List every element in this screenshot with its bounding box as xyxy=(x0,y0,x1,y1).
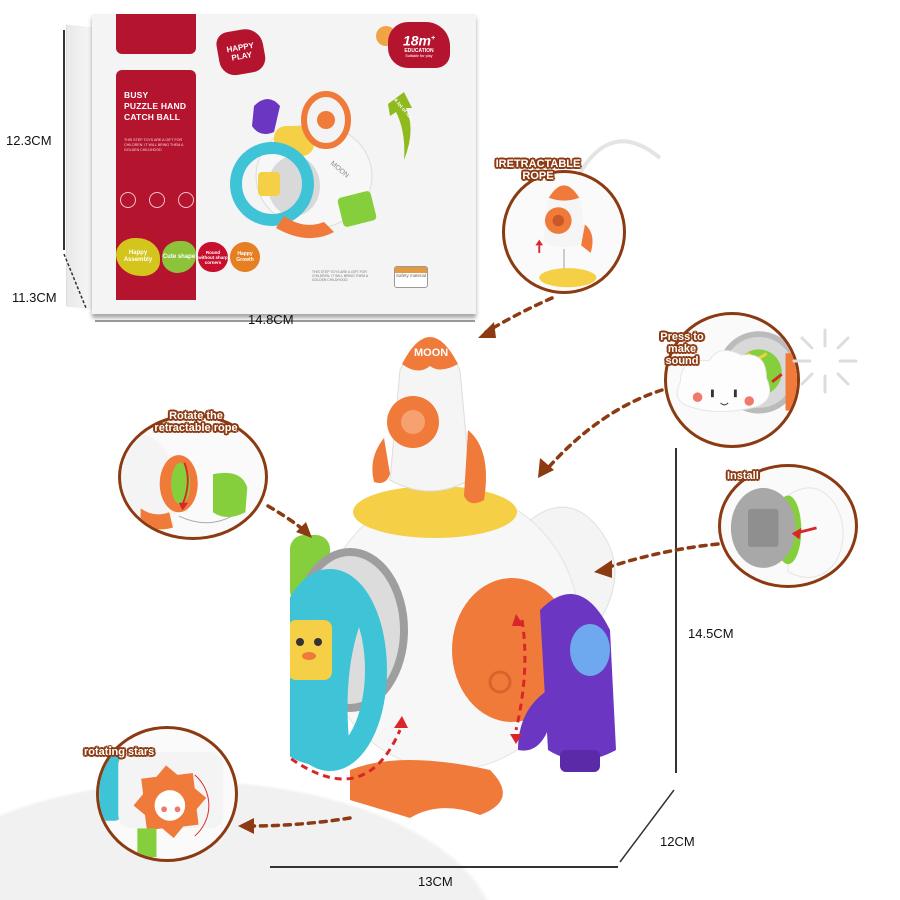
rope-detail-image xyxy=(535,185,597,288)
callout-label-rotating-stars: rotating stars xyxy=(84,746,155,758)
package-title-line-2: PUZZLE HAND xyxy=(124,101,187,111)
feature-round-corners: Round without sharp corners xyxy=(198,242,228,272)
gear-icon xyxy=(178,192,194,208)
toy-depth-line xyxy=(619,789,675,863)
toy-height-line xyxy=(675,448,677,773)
callout-label-retractable-rope: IRETRACTABLE ROPE xyxy=(495,158,581,182)
rotating-star-detail-image xyxy=(99,751,224,858)
callout-press-sound xyxy=(664,312,800,448)
callout-rotating-stars xyxy=(96,726,238,862)
package-description: THIS STEP TOYS ARE A GIFT FOR CHILDREN. … xyxy=(124,138,184,152)
rotate-rope-detail-image xyxy=(121,433,248,530)
callout-rotate-rope xyxy=(118,414,268,540)
toy-height-label: 14.5CM xyxy=(688,626,734,641)
cloud-button-image xyxy=(676,331,797,414)
orange-base xyxy=(350,760,503,818)
rocket-moon-label: MOON xyxy=(414,347,448,359)
toy-width-line xyxy=(270,866,618,868)
box-height-line xyxy=(63,30,65,250)
box-depth-line xyxy=(63,253,87,309)
package-small-print: THIS STEP TOYS ARE A GIFT FOR CHILDREN. … xyxy=(312,270,368,283)
package-toy-illustration: MOON xyxy=(230,91,377,239)
callout-retractable-rope xyxy=(502,170,626,294)
sparkle-icon xyxy=(792,328,858,394)
package-box-front: BUSY PUZZLE HAND CATCH BALL THIS STEP TO… xyxy=(92,14,476,314)
age-plus: + xyxy=(430,35,436,43)
hand-icon xyxy=(149,192,165,208)
age-badge: 18m+ EDUCATION Suitable for play xyxy=(388,22,450,68)
callout-label-install: Install xyxy=(727,470,759,482)
safety-badge: Safety material xyxy=(394,266,428,288)
age-sub: Suitable for play xyxy=(405,53,433,58)
feature-happy-assembly: Happy Assembly xyxy=(116,238,160,276)
package-title-line-3: CATCH BALL xyxy=(124,112,181,122)
rotate-arrow-right xyxy=(514,619,527,731)
box-depth-label: 11.3CM xyxy=(12,290,57,305)
install-detail-image xyxy=(730,487,844,578)
box-width-line xyxy=(95,320,475,322)
safety-badge-text: Safety material xyxy=(395,273,426,278)
baby-icon xyxy=(120,192,136,208)
package-title: BUSY PUZZLE HAND CATCH BALL xyxy=(124,90,192,123)
feature-cute-shape: Cute shape xyxy=(162,241,196,273)
busy-ball-toy: MOON xyxy=(290,337,616,818)
age-label: EDUCATION xyxy=(404,47,434,54)
package-feature-icons xyxy=(120,192,194,208)
happy-play-badge: HAPPY PLAY xyxy=(214,26,268,78)
steering-wheel xyxy=(290,569,387,771)
box-width-label: 14.8CM xyxy=(248,312,294,327)
toy-depth-label: 12CM xyxy=(660,834,695,849)
rocket-piece: MOON xyxy=(372,337,486,504)
arrow-rope-connector xyxy=(484,296,554,334)
fun-arrow-icon xyxy=(388,92,412,160)
callout-label-rotate-rope: Rotate the retractable rope xyxy=(154,410,238,434)
feature-blobs: Happy Assembly Cute shape Round without … xyxy=(116,238,260,276)
callout-label-press-sound: Press to make sound xyxy=(660,331,704,367)
callout-install xyxy=(718,464,858,588)
toy-width-label: 13CM xyxy=(418,874,453,889)
yellow-top-plate xyxy=(353,486,517,538)
package-title-line-1: BUSY xyxy=(124,90,149,100)
package-top-band xyxy=(116,14,196,54)
age-value: 18m xyxy=(402,32,431,49)
feature-happy-growth: Happy Growth xyxy=(230,242,260,272)
box-height-label: 12.3CM xyxy=(6,133,52,148)
purple-rocket xyxy=(518,594,616,772)
